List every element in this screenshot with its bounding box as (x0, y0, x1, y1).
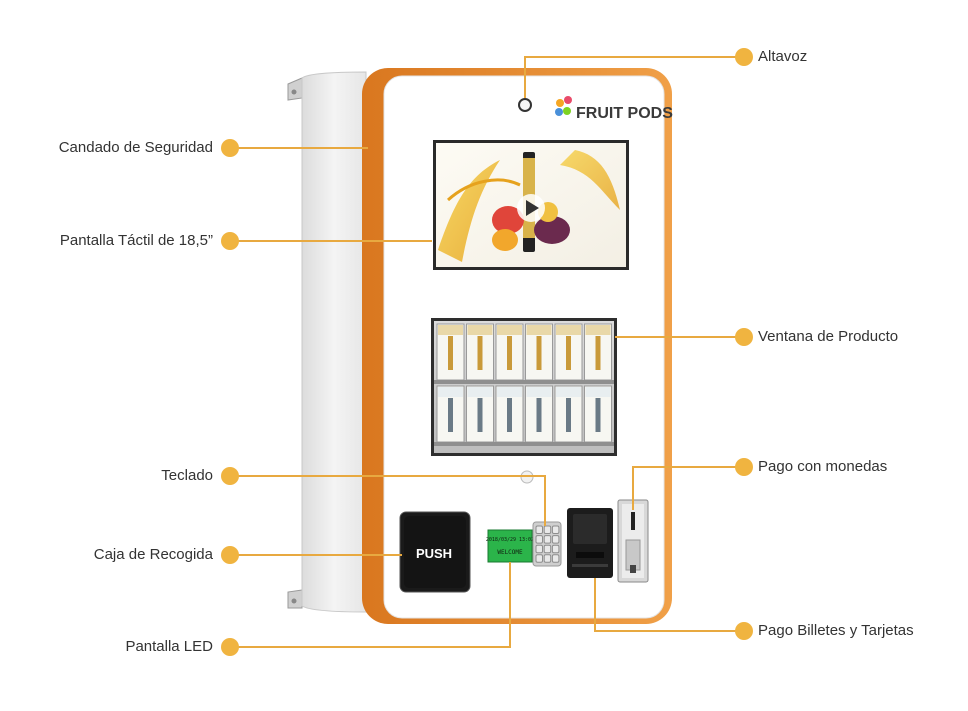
product-slot (436, 385, 465, 443)
push-label: PUSH (416, 546, 452, 561)
label-altavoz: Altavoz (758, 48, 808, 65)
keypad-key[interactable] (535, 535, 543, 544)
product-slot (495, 385, 524, 443)
callout-dot-caja (221, 546, 239, 564)
label-teclado: Teclado (161, 467, 213, 484)
product-slot (554, 323, 583, 381)
product-slot (525, 323, 553, 381)
product-slot (436, 323, 465, 381)
led-display: 2018/03/29 13:02 WELCOME (486, 529, 534, 563)
product-window (431, 318, 617, 456)
led-line-2: WELCOME (497, 549, 523, 556)
led-line-1: 2018/03/29 13:02 (486, 537, 534, 543)
label-pago-billetes: Pago Billetes y Tarjetas (758, 622, 914, 639)
coin-acceptor[interactable] (617, 499, 649, 583)
shelf (434, 442, 614, 446)
label-ventana-producto: Ventana de Producto (758, 328, 899, 345)
play-icon[interactable] (517, 194, 545, 222)
label-candado-seguridad: Candado de Seguridad (58, 139, 213, 156)
speaker-icon (518, 98, 532, 112)
touch-screen[interactable] (433, 140, 629, 270)
callout-dot-led (221, 638, 239, 656)
bill-card-acceptor[interactable] (567, 508, 613, 578)
product-slot (554, 385, 583, 443)
keypad-key[interactable] (543, 554, 552, 563)
cabinet-side-panel (301, 71, 367, 613)
keypad-key[interactable] (535, 554, 543, 563)
keypad-key[interactable] (535, 544, 543, 554)
product-slot (584, 385, 612, 443)
callout-dot-pantalla-tactil (221, 232, 239, 250)
keypad-key[interactable] (543, 535, 552, 544)
callout-dot-teclado (221, 467, 239, 485)
product-slot (466, 385, 494, 443)
callout-dots (221, 48, 753, 656)
mounting-brackets (287, 77, 303, 609)
callout-dot-altavoz (735, 48, 753, 66)
logo-text: FRUIT PODS (576, 105, 673, 122)
keypad-key[interactable] (543, 525, 552, 534)
callout-dot-ventana (735, 328, 753, 346)
keypad-key[interactable] (535, 525, 543, 534)
product-slot (525, 385, 553, 443)
keypad[interactable] (532, 521, 562, 567)
product-slot (584, 323, 612, 381)
product-slot (495, 323, 524, 381)
keypad-key[interactable] (551, 525, 560, 534)
pickup-box[interactable]: PUSH (399, 511, 471, 593)
label-pago-monedas: Pago con monedas (758, 458, 888, 475)
keypad-key[interactable] (543, 544, 552, 554)
shelf (434, 380, 614, 384)
callout-lines (230, 56, 744, 648)
fruit-pods-logo: FRUIT PODS (555, 96, 673, 122)
label-pantalla-led: Pantalla LED (125, 638, 213, 655)
callout-dot-candado (221, 139, 239, 157)
keypad-key[interactable] (551, 554, 560, 563)
label-caja-recogida: Caja de Recogida (93, 546, 213, 563)
callout-dot-monedas (735, 458, 753, 476)
product-slot (466, 323, 494, 381)
keypad-key[interactable] (551, 535, 560, 544)
keypad-key[interactable] (551, 544, 560, 554)
label-pantalla-tactil: Pantalla Táctil de 18,5” (59, 232, 213, 249)
callout-dot-billetes (735, 622, 753, 640)
